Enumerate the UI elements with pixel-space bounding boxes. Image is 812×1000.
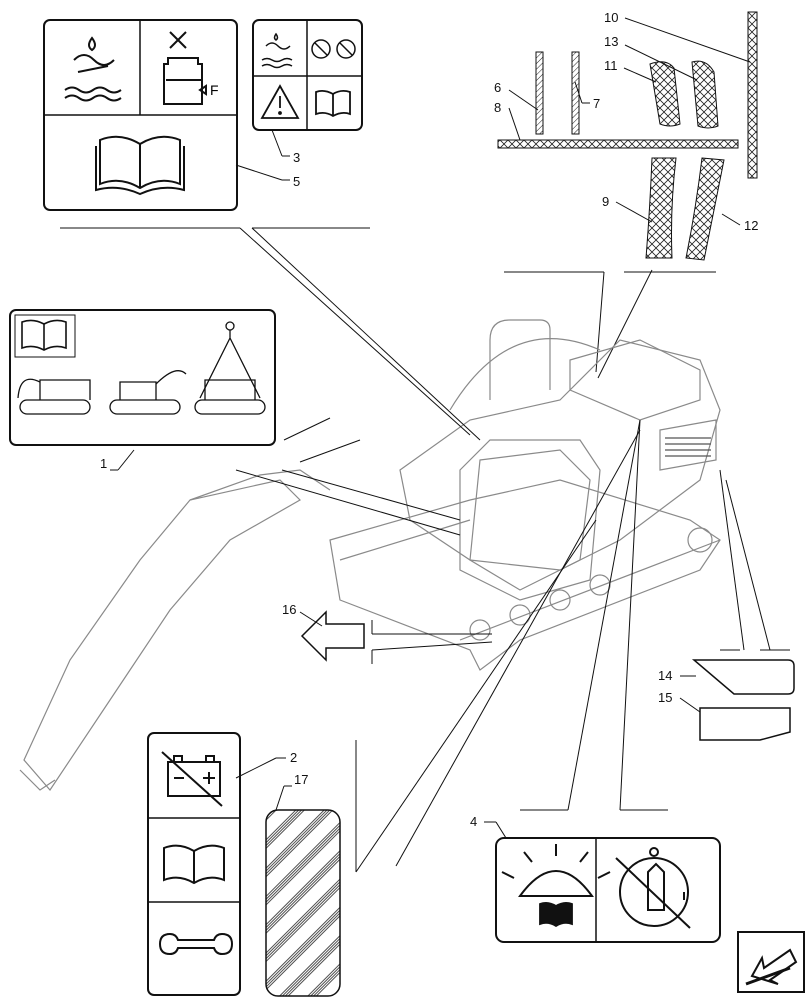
callout-14: 14 xyxy=(658,668,672,683)
decal-3 xyxy=(252,19,363,131)
warning-triangle-icon xyxy=(260,84,300,119)
direction-arrow-icon xyxy=(300,610,365,662)
callout-7: 7 xyxy=(593,96,600,111)
battery-icon xyxy=(161,751,223,807)
decal-17 xyxy=(265,809,341,997)
stripe-decals xyxy=(497,11,758,261)
key-switch-icon xyxy=(615,847,691,929)
hot-fluid-icon xyxy=(261,32,293,69)
hot-fluid-icon xyxy=(64,36,122,102)
direction-arrow-icon xyxy=(737,931,805,993)
callout-9: 9 xyxy=(602,194,609,209)
work-light-icon xyxy=(501,844,611,897)
callout-11: 11 xyxy=(604,58,618,73)
decal-15 xyxy=(699,707,791,741)
coolant-level-mark: F xyxy=(210,82,219,98)
callout-3: 3 xyxy=(293,150,300,165)
no-fill-icon xyxy=(163,31,207,105)
wrench-icon xyxy=(158,932,234,956)
no-fill-icon xyxy=(311,39,356,59)
book-icon xyxy=(163,844,225,885)
decal-1 xyxy=(9,309,276,446)
callout-15: 15 xyxy=(658,690,672,705)
decal-4 xyxy=(495,837,721,943)
callout-13: 13 xyxy=(604,34,618,49)
decal-5: F xyxy=(43,19,238,211)
callout-10: 10 xyxy=(604,10,618,25)
book-icon xyxy=(21,319,67,351)
callout-8: 8 xyxy=(494,100,501,115)
book-icon xyxy=(315,89,351,118)
callout-17: 17 xyxy=(294,772,308,787)
decal-2 xyxy=(147,732,241,996)
excavator-drawing xyxy=(19,319,721,791)
callout-16: 16 xyxy=(282,602,296,617)
book-icon xyxy=(95,135,185,196)
callout-12: 12 xyxy=(744,218,758,233)
book-icon xyxy=(539,901,573,928)
decal-14 xyxy=(691,659,795,695)
callout-6: 6 xyxy=(494,80,501,95)
callout-1: 1 xyxy=(100,456,107,471)
callout-4: 4 xyxy=(470,814,477,829)
callout-5: 5 xyxy=(293,174,300,189)
callout-2: 2 xyxy=(290,750,297,765)
